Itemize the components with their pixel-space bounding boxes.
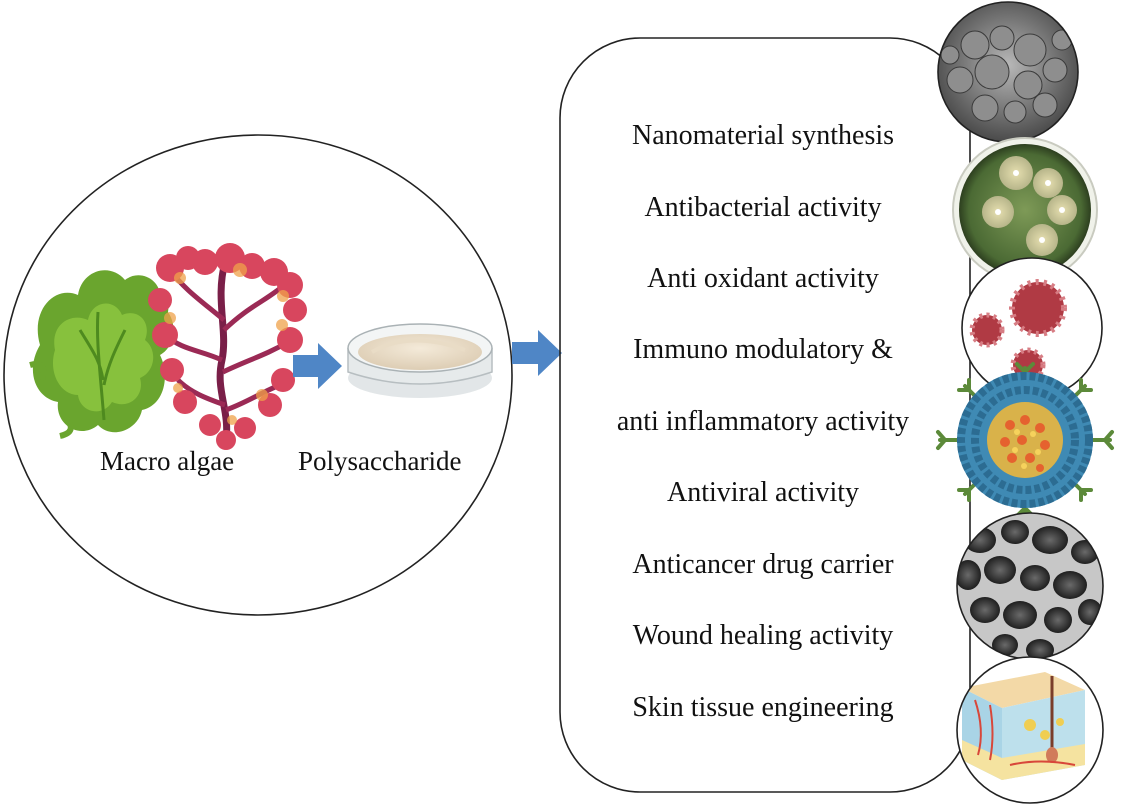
antibacterial-petri-dish-image bbox=[952, 137, 1098, 283]
red-algae-image bbox=[148, 243, 307, 450]
application-item: Wound healing activity bbox=[633, 620, 894, 651]
drug-carrier-nanoparticle-image bbox=[936, 362, 1114, 518]
sem-nanoparticles-image bbox=[937, 1, 1079, 143]
source-circle bbox=[3, 134, 513, 616]
application-item: Antibacterial activity bbox=[644, 192, 881, 223]
virus-particles-image bbox=[961, 257, 1103, 399]
porous-scaffold-image bbox=[956, 512, 1104, 660]
application-item: Skin tissue engineering bbox=[632, 692, 893, 723]
source-panel: Macro algae Polysaccharide bbox=[3, 134, 513, 616]
applications-panel: Nanomaterial synthesis Antibacterial act… bbox=[559, 37, 971, 793]
green-algae-image bbox=[29, 270, 174, 439]
virus-icon bbox=[1009, 279, 1067, 337]
application-item: Nanomaterial synthesis bbox=[632, 120, 894, 151]
application-item: Anti oxidant activity bbox=[647, 263, 879, 294]
application-item: Immuno modulatory & bbox=[633, 334, 893, 365]
macro-algae-label: Macro algae bbox=[100, 446, 234, 476]
polysaccharide-label: Polysaccharide bbox=[298, 446, 461, 476]
application-item: anti inflammatory activity bbox=[617, 406, 909, 437]
application-item: Antiviral activity bbox=[667, 477, 859, 508]
virus-icon bbox=[969, 312, 1005, 348]
process-arrow-icon bbox=[293, 343, 342, 389]
polysaccharide-powder-image bbox=[347, 323, 493, 398]
skin-tissue-image bbox=[956, 656, 1104, 804]
applications-arrow-icon bbox=[512, 330, 562, 376]
application-item: Anticancer drug carrier bbox=[632, 549, 894, 580]
